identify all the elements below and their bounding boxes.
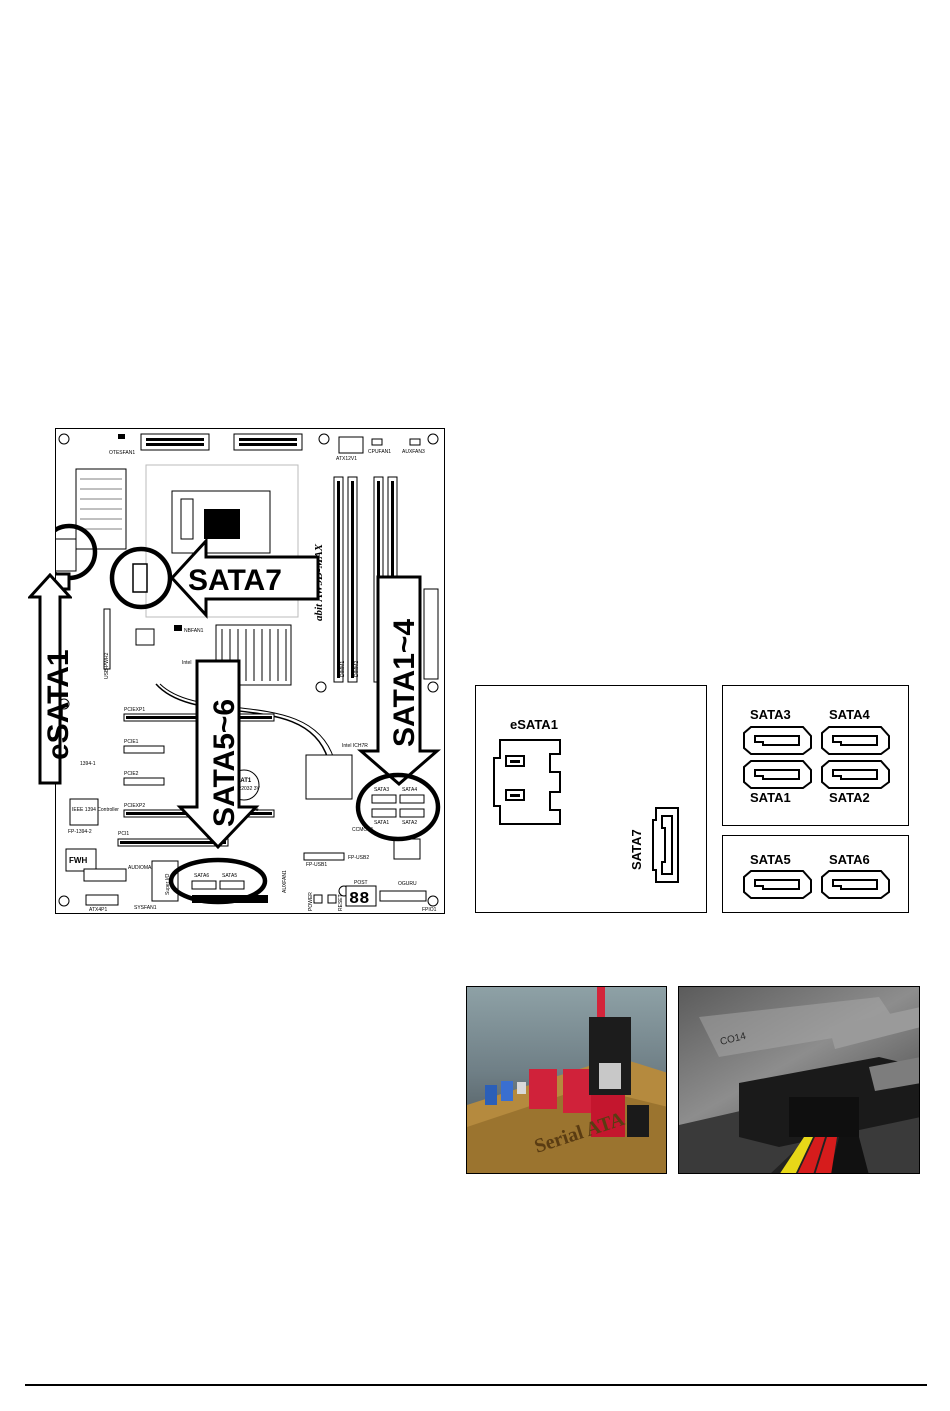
footer-divider bbox=[25, 1384, 927, 1386]
post-digits: 88 bbox=[349, 890, 369, 909]
pcie1-label: PCIE1 bbox=[124, 739, 139, 745]
sata1-board-label: SATA1 bbox=[374, 820, 389, 826]
auxfan3-label: AUXFAN3 bbox=[402, 449, 425, 455]
intel-ich-label: Intel ICH7R bbox=[342, 743, 368, 749]
bat1-label: BAT1 bbox=[236, 778, 252, 784]
photo-drive-svg: CO14 bbox=[679, 987, 919, 1173]
nbfan1-label: NBFAN1 bbox=[184, 628, 204, 634]
fp1394-2-label: FP-1394-2 bbox=[68, 829, 92, 835]
pcie2-label: PCIE2 bbox=[124, 771, 139, 777]
superio-label: Super I/O bbox=[165, 873, 171, 895]
esata1-callout-arrow bbox=[28, 573, 72, 785]
photo-board-svg: Serial ATA bbox=[467, 987, 666, 1173]
dimm2-label: DIMM2 bbox=[354, 661, 360, 677]
esata1-detail-label: eSATA1 bbox=[510, 717, 558, 732]
motherboard-svg: OTESFAN1 ATX12V1 CPUFAN1 AUXFAN3 abit AW… bbox=[56, 433, 442, 913]
sata5-detail-label: SATA5 bbox=[750, 852, 791, 867]
sata4-detail-label: SATA4 bbox=[829, 707, 870, 722]
audiomax-label: AUDIOMAX1 bbox=[128, 865, 158, 871]
cpufan1-label: CPUFAN1 bbox=[368, 449, 391, 455]
fpio1-label: FPIO1 bbox=[422, 907, 437, 913]
callout-sata56-text: SATA5~6 bbox=[208, 699, 241, 827]
atx4p1-label: ATX4P1 bbox=[89, 907, 107, 913]
sata5-board-label: SATA5 bbox=[222, 873, 237, 879]
fwh-label: FWH bbox=[69, 856, 87, 865]
sata3-detail-label: SATA3 bbox=[750, 707, 791, 722]
fpusb2-label: FP-USB2 bbox=[348, 855, 369, 861]
esata1-callout-wrap: eSATA1 bbox=[14, 636, 84, 796]
reset-label: RESET bbox=[338, 894, 344, 911]
sata14-ports-icon bbox=[743, 726, 890, 789]
callout-sata14-text: SATA1~4 bbox=[388, 619, 421, 747]
sata7-detail-label: SATA7 bbox=[629, 829, 644, 870]
pci1-label: PCI1 bbox=[118, 831, 129, 837]
esata-port-icon bbox=[493, 739, 561, 825]
power-label: POWER bbox=[308, 892, 314, 911]
pciexp1-label: PCIEXP1 bbox=[124, 707, 145, 713]
sata4-board-label: SATA4 bbox=[402, 787, 417, 793]
battery-label: CR2032 3V bbox=[234, 786, 261, 792]
fpusb1-label: FP-USB1 bbox=[306, 862, 327, 868]
sata1-detail-label: SATA1 bbox=[750, 790, 791, 805]
sata7-port-icon bbox=[652, 807, 679, 883]
sata6-detail-label: SATA6 bbox=[829, 852, 870, 867]
ccmos1-label: CCMOS1 bbox=[352, 827, 374, 833]
callout-esata1-text: eSATA1 bbox=[42, 649, 75, 760]
esata-sata7-detail-box: eSATA1 SATA7 bbox=[475, 685, 707, 913]
photo-sata-connector-drive: CO14 bbox=[678, 986, 920, 1174]
dimm1-label: DIMM1 bbox=[340, 661, 346, 677]
auxfan1-label: AUXFAN1 bbox=[282, 870, 288, 893]
atx12v1-label: ATX12V1 bbox=[336, 456, 357, 462]
ieee-label: IEEE 1394 Controller bbox=[72, 807, 119, 813]
sata3-board-label: SATA3 bbox=[374, 787, 389, 793]
callout-sata7-text: SATA7 bbox=[188, 564, 282, 597]
sata56-ports-icon bbox=[743, 870, 890, 899]
otesfan1-label: OTESFAN1 bbox=[109, 450, 135, 456]
motherboard-layout-diagram: OTESFAN1 ATX12V1 CPUFAN1 AUXFAN3 abit AW… bbox=[55, 428, 445, 914]
sata56-detail-box: SATA5 SATA6 bbox=[722, 835, 909, 913]
sata2-detail-label: SATA2 bbox=[829, 790, 870, 805]
post-label: POST bbox=[354, 880, 368, 886]
usbpwr2-label: USB-PWR2 bbox=[104, 652, 110, 679]
pciexp2-label: PCIEXP2 bbox=[124, 803, 145, 809]
photo-sata-connector-board: Serial ATA bbox=[466, 986, 667, 1174]
sata14-detail-box: SATA3 SATA4 SATA1 SATA2 bbox=[722, 685, 909, 826]
fp1394-1-label: 1394-1 bbox=[80, 761, 96, 767]
sata2-board-label: SATA2 bbox=[402, 820, 417, 826]
intel-nb-label: Intel bbox=[182, 660, 191, 666]
sysfan1-label: SYSFAN1 bbox=[134, 905, 157, 911]
oguru-label: OGURU bbox=[398, 881, 417, 887]
sata6-board-label: SATA6 bbox=[194, 873, 209, 879]
